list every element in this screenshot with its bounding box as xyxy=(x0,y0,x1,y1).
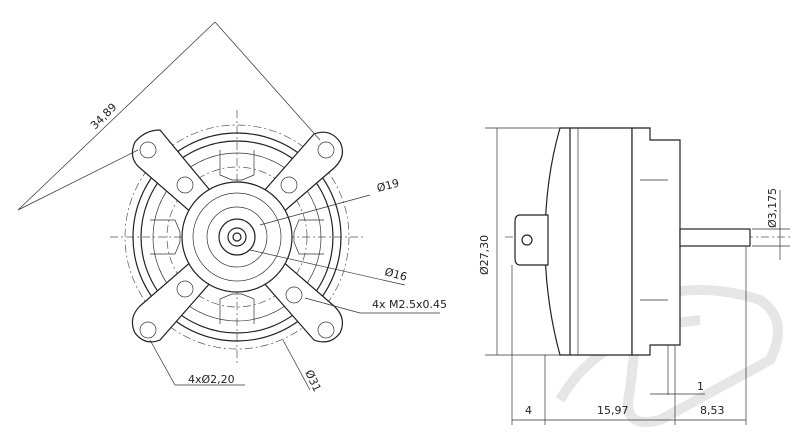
dim-d16: Ø16 xyxy=(383,265,408,283)
dim-thread: 4x M2.5x0.45 xyxy=(372,298,447,311)
dim-8-53: 8,53 xyxy=(700,404,725,417)
dim-1: 1 xyxy=(697,380,704,393)
dim-34-89: 34,89 xyxy=(88,101,119,132)
dim-15-97: 15,97 xyxy=(597,404,629,417)
mount-cross xyxy=(131,129,344,343)
side-view: Ø27,30 Ø3,175 1 4 15,97 8,53 xyxy=(478,127,790,425)
front-view: 34,89 Ø19 Ø16 4x M2.5x0.45 4xØ2,20 Ø31 xyxy=(17,21,447,394)
dim-holes: 4xØ2,20 xyxy=(188,373,235,386)
dim-shaft: Ø3,175 xyxy=(766,188,779,228)
dim-d27-30: Ø27,30 xyxy=(478,235,491,275)
dim-4: 4 xyxy=(525,404,532,417)
dim-d19: Ø19 xyxy=(375,176,400,194)
dim-d31: Ø31 xyxy=(302,368,323,394)
